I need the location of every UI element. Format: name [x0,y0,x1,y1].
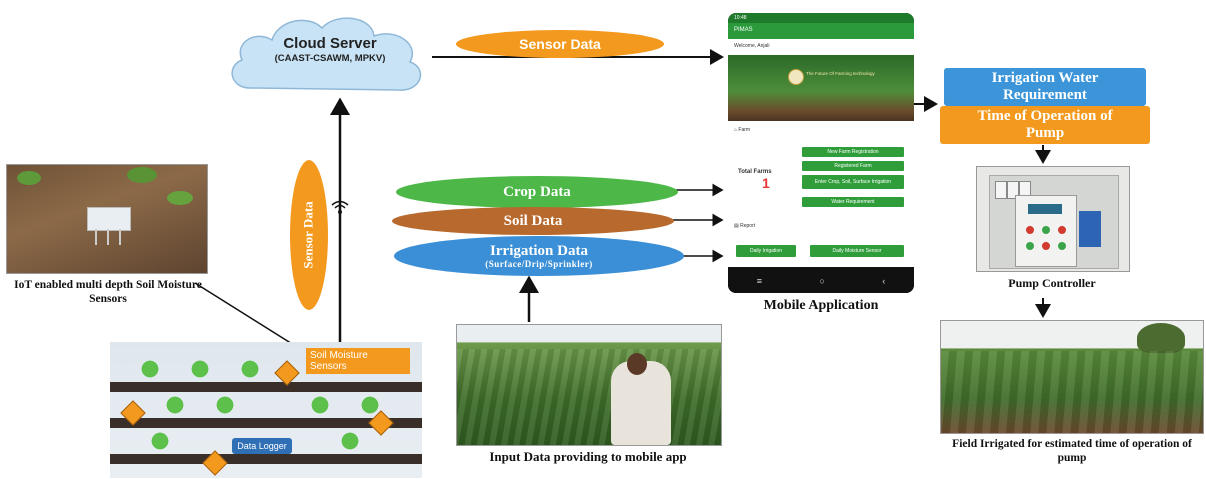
sensor-field-diagram: Soil Moisture Sensors Data Logger [110,342,422,478]
sensor-probe [119,229,121,245]
soil-row [110,382,422,392]
plant-icon [165,392,185,418]
nav-home-icon[interactable]: ○ [819,276,825,286]
sensor-data-vertical-pill: Sensor Data [290,160,328,310]
breaker-icon [995,181,1007,199]
farm-tab[interactable]: ⌂ Farm [734,127,750,133]
sensor-data-label-top: Sensor Data [456,30,664,58]
daily-moisture-sensor-button[interactable]: Daily Moisture Sensor [810,245,904,257]
app-bar: PIMAS [728,23,914,39]
welcome-text: Welcome, Anjali [734,43,770,49]
irrigated-field-photo [940,320,1204,434]
controller-button-icon [1042,242,1050,250]
crop-texture [457,349,721,445]
farm-tab-label: Farm [738,127,751,133]
plant-leaf [167,191,193,205]
breaker-icon [1007,181,1019,199]
report-tab[interactable]: ▤ Report [734,223,755,229]
controller-box [1015,195,1077,267]
status-bar: 10:48 [728,13,914,23]
daily-irrigation-button[interactable]: Daily Irrigation [736,245,796,257]
sensor-probe [95,229,97,245]
soil-row [110,454,422,464]
app-title: PIMAS [734,27,753,33]
soil-sensor-photo [6,164,208,274]
pump-caption: Pump Controller [1008,276,1096,290]
enter-crop-soil-button[interactable]: Enter Crop, Soil, Surface Irrigation [802,175,904,189]
farmer-head [627,353,647,375]
tree-icon [1137,323,1185,353]
controller-button-icon [1026,226,1034,234]
pump-controller-photo [976,166,1130,272]
mobile-caption: Mobile Application [763,298,879,313]
controller-display [1028,204,1062,214]
plant-icon [360,392,380,418]
plant-icon [190,356,210,382]
plant-icon [150,428,170,454]
plant-leaf [127,167,157,183]
total-farms-value: 1 [762,175,770,191]
report-icon: ▤ [734,223,741,229]
mobile-phone: 10:48 PIMAS Welcome, Anjali The Future O… [728,13,914,293]
plant-leaf [17,171,41,185]
sensor-photo-caption: IoT enabled multi depth Soil Moisture Se… [14,279,202,305]
sensor-device [87,207,131,231]
farmer-input-photo [456,324,722,446]
time-of-operation-box: Time of Operation of Pump [940,106,1150,144]
plant-icon [240,356,260,382]
controller-button-icon [1042,226,1050,234]
total-farms-label: Total Farms [738,169,772,175]
irrigation-data-pill: Irrigation Data (Surface/Drip/Sprinkler) [394,236,684,276]
wifi-icon [331,200,349,214]
plant-icon [340,428,360,454]
sensor-data-vertical-label: Sensor Data [301,201,317,269]
controller-button-icon [1026,242,1034,250]
registered-farm-button[interactable]: Registered Farm [802,161,904,171]
app-body: Welcome, Anjali The Future Of Farming te… [728,39,914,267]
irrigation-data-subtitle: (Surface/Drip/Sprinkler) [485,259,593,269]
data-logger-label: Data Logger [232,438,292,454]
crop-data-pill: Crop Data [396,176,678,208]
plant-icon [310,392,330,418]
cloud-server-shape [231,17,422,91]
nav-menu-icon[interactable]: ≡ [756,276,762,286]
farm-icon: ⌂ [734,127,739,133]
water-requirement-button[interactable]: Water Requirement [802,197,904,207]
status-time: 10:48 [734,15,747,21]
field-caption: Field Irrigated for estimated time of op… [952,438,1192,464]
soil-data-pill: Soil Data [392,207,674,235]
plant-icon [215,392,235,418]
nav-back-icon[interactable]: ‹ [882,276,886,286]
new-farm-registration-button[interactable]: New Farm Registration [802,147,904,157]
plant-icon [140,356,160,382]
irrigation-water-requirement-box: Irrigation Water Requirement [944,68,1146,106]
cloud-server-subtitle: (CAAST-CSAWM, MPKV) [274,53,386,64]
nav-bar: ≡ ○ ‹ [728,269,914,293]
report-tab-label: Report [740,223,756,229]
sensor-probe [107,229,109,245]
soil-row [110,418,422,428]
banner-text: The Future Of Farming technology [806,71,875,76]
farmer-figure [611,361,671,445]
pointer-caption-to-field [194,282,306,353]
auxiliary-device [1079,211,1101,247]
soil-moisture-sensors-label: Soil Moisture Sensors [306,348,410,374]
app-banner: The Future Of Farming technology [728,55,914,121]
input-caption: Input Data providing to mobile app [489,449,687,464]
irrigation-data-title: Irrigation Data [490,243,588,259]
logo-icon [788,69,804,85]
controller-button-icon [1058,226,1066,234]
crop-texture [941,351,1203,433]
controller-button-icon [1058,242,1066,250]
cloud-server-title: Cloud Server [283,35,377,52]
